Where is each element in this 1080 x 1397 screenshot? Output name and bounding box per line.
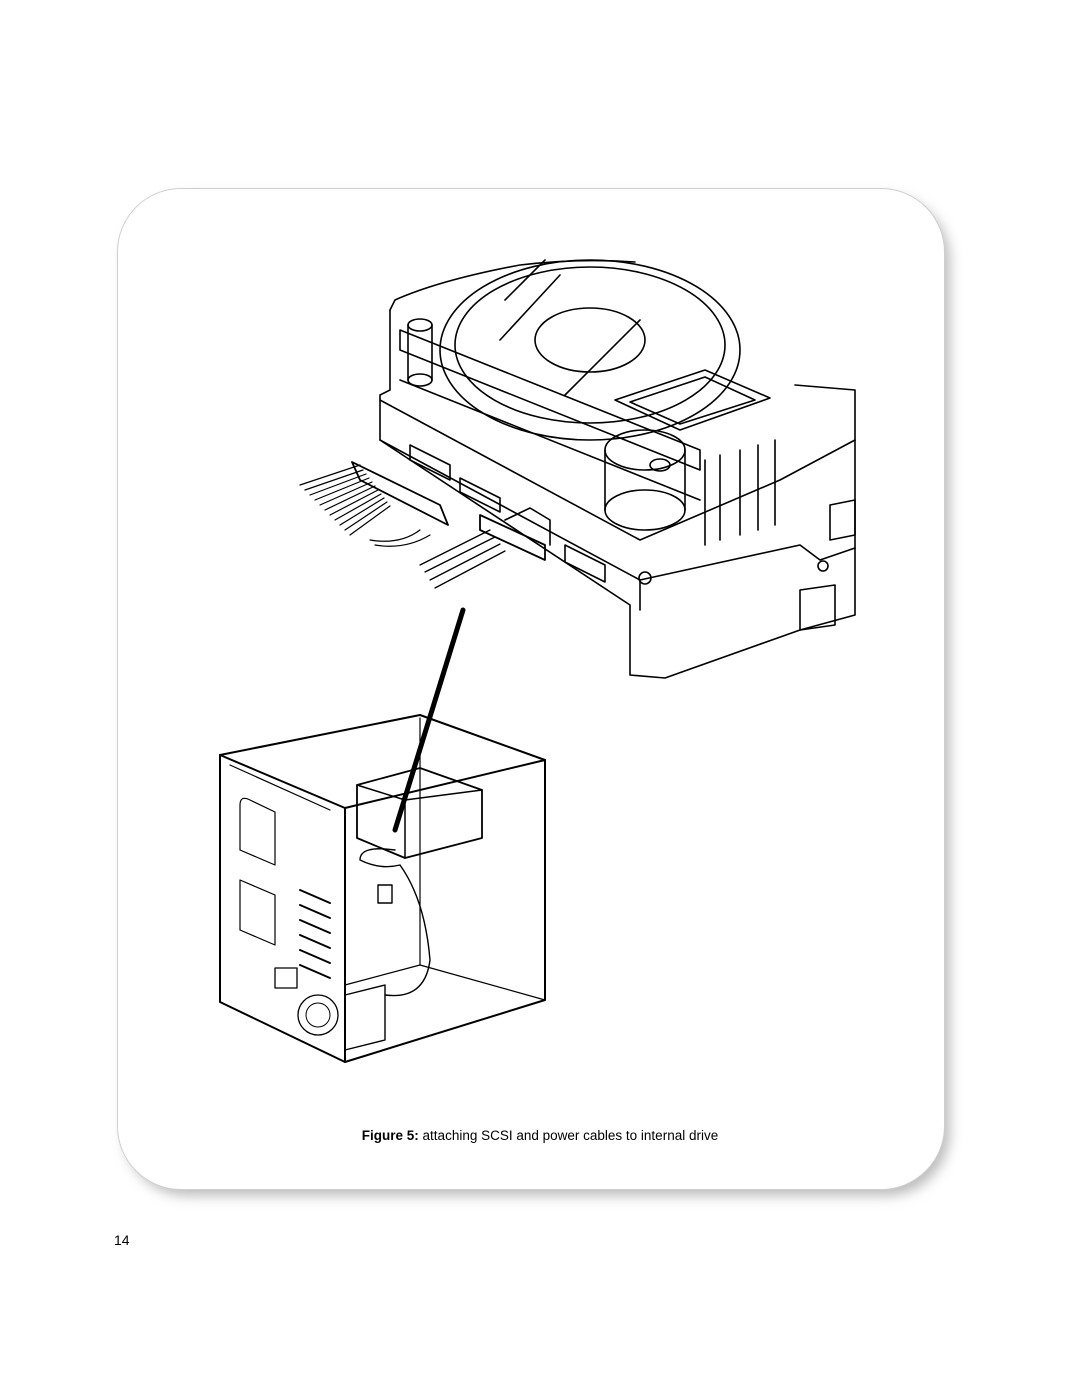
scsi-ribbon-cable — [300, 462, 448, 546]
figure-caption-text: attaching SCSI and power cables to inter… — [418, 1128, 719, 1143]
drive-chassis-top — [390, 261, 635, 310]
computer-case-drawing — [220, 715, 545, 1062]
drive-bay-box — [357, 768, 482, 858]
figure-panel — [117, 188, 945, 1190]
power-cable — [420, 508, 550, 588]
page-number: 14 — [114, 1232, 130, 1248]
hard-drive-drawing — [380, 260, 855, 678]
figure-caption: Figure 5: attaching SCSI and power cable… — [0, 1128, 1080, 1143]
fan — [298, 995, 338, 1035]
case-outline — [220, 755, 545, 1062]
figure-caption-prefix: Figure 5: — [361, 1128, 419, 1143]
platter — [440, 260, 740, 440]
